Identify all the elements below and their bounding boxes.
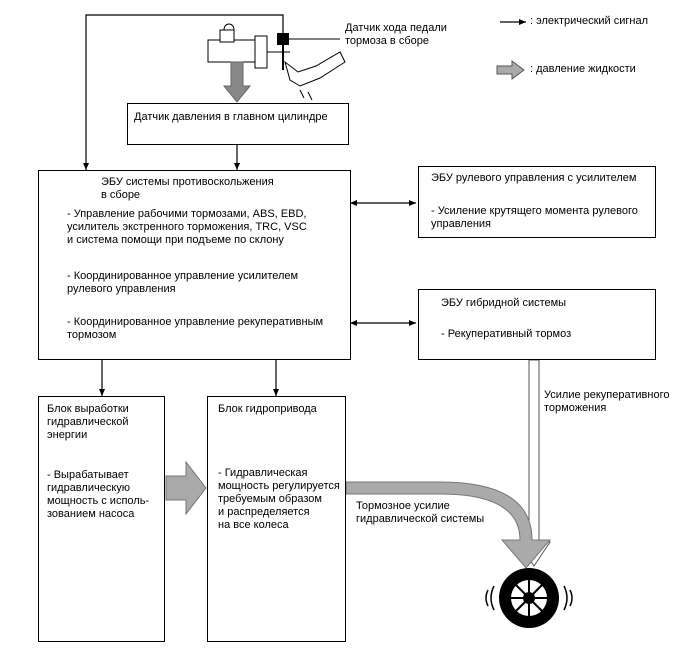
legend-fluid-label: : давление жидкости — [530, 63, 636, 75]
actuator-block-title: Блок гидропривода — [218, 403, 317, 415]
abs-ecu-title: ЭБУ системы противоскольжения в сборе — [101, 176, 274, 201]
hydraulic-force-label: Тормозное усилие гидравлической системы — [356, 500, 485, 525]
regen-force-label: Усилие рекуперативного торможения — [544, 389, 670, 414]
eps-ecu-box: ЭБУ рулевого управления с усилителем - У… — [418, 166, 656, 238]
legend-fluid-arrow — [496, 60, 525, 80]
power-block-item: - Вырабатывает гидравлическую мощность с… — [47, 469, 150, 520]
power-block-title: Блок выработки гидравлической энергии — [47, 403, 129, 441]
pedal-sensor-label: Датчик хода педали тормоза в сборе — [345, 22, 447, 47]
actuator-block-item: - Гидравлическая мощность регулируется т… — [218, 467, 340, 531]
eps-ecu-item: - Усиление крутящего момента рулевого уп… — [431, 205, 638, 230]
legend-electric-label: : электрический сигнал — [530, 15, 649, 27]
master-cylinder-illustration — [207, 23, 346, 101]
hv-ecu-title: ЭБУ гибридной системы — [441, 297, 567, 309]
abs-ecu-box: ЭБУ системы противоскольжения в сборе - … — [38, 170, 351, 360]
abs-ecu-item2: - Координированное управление усилителем… — [67, 270, 299, 295]
fluid-arrow-master — [222, 61, 252, 103]
hydraulic-actuator-block: Блок гидропривода - Гидравлическая мощно… — [207, 396, 346, 642]
master-cylinder-sensor-label: Датчик давления в главном цилиндре — [134, 111, 328, 123]
hydraulic-force-arrow — [345, 481, 552, 569]
hv-ecu-box: ЭБУ гибридной системы - Рекуперативный т… — [418, 289, 656, 360]
fluid-arrow-power — [165, 460, 207, 516]
abs-ecu-item1: - Управление рабочими тормозами, ABS, EB… — [67, 208, 307, 246]
master-cylinder-sensor-box: Датчик давления в главном цилиндре — [127, 103, 349, 145]
eps-ecu-title: ЭБУ рулевого управления с усилителем — [431, 172, 637, 184]
wheel-illustration — [485, 568, 573, 628]
abs-ecu-item3: - Координированное управление рекуперати… — [67, 316, 324, 341]
hv-ecu-item: - Рекуперативный тормоз — [441, 328, 572, 340]
hydraulic-power-block: Блок выработки гидравлической энергии - … — [38, 396, 165, 642]
